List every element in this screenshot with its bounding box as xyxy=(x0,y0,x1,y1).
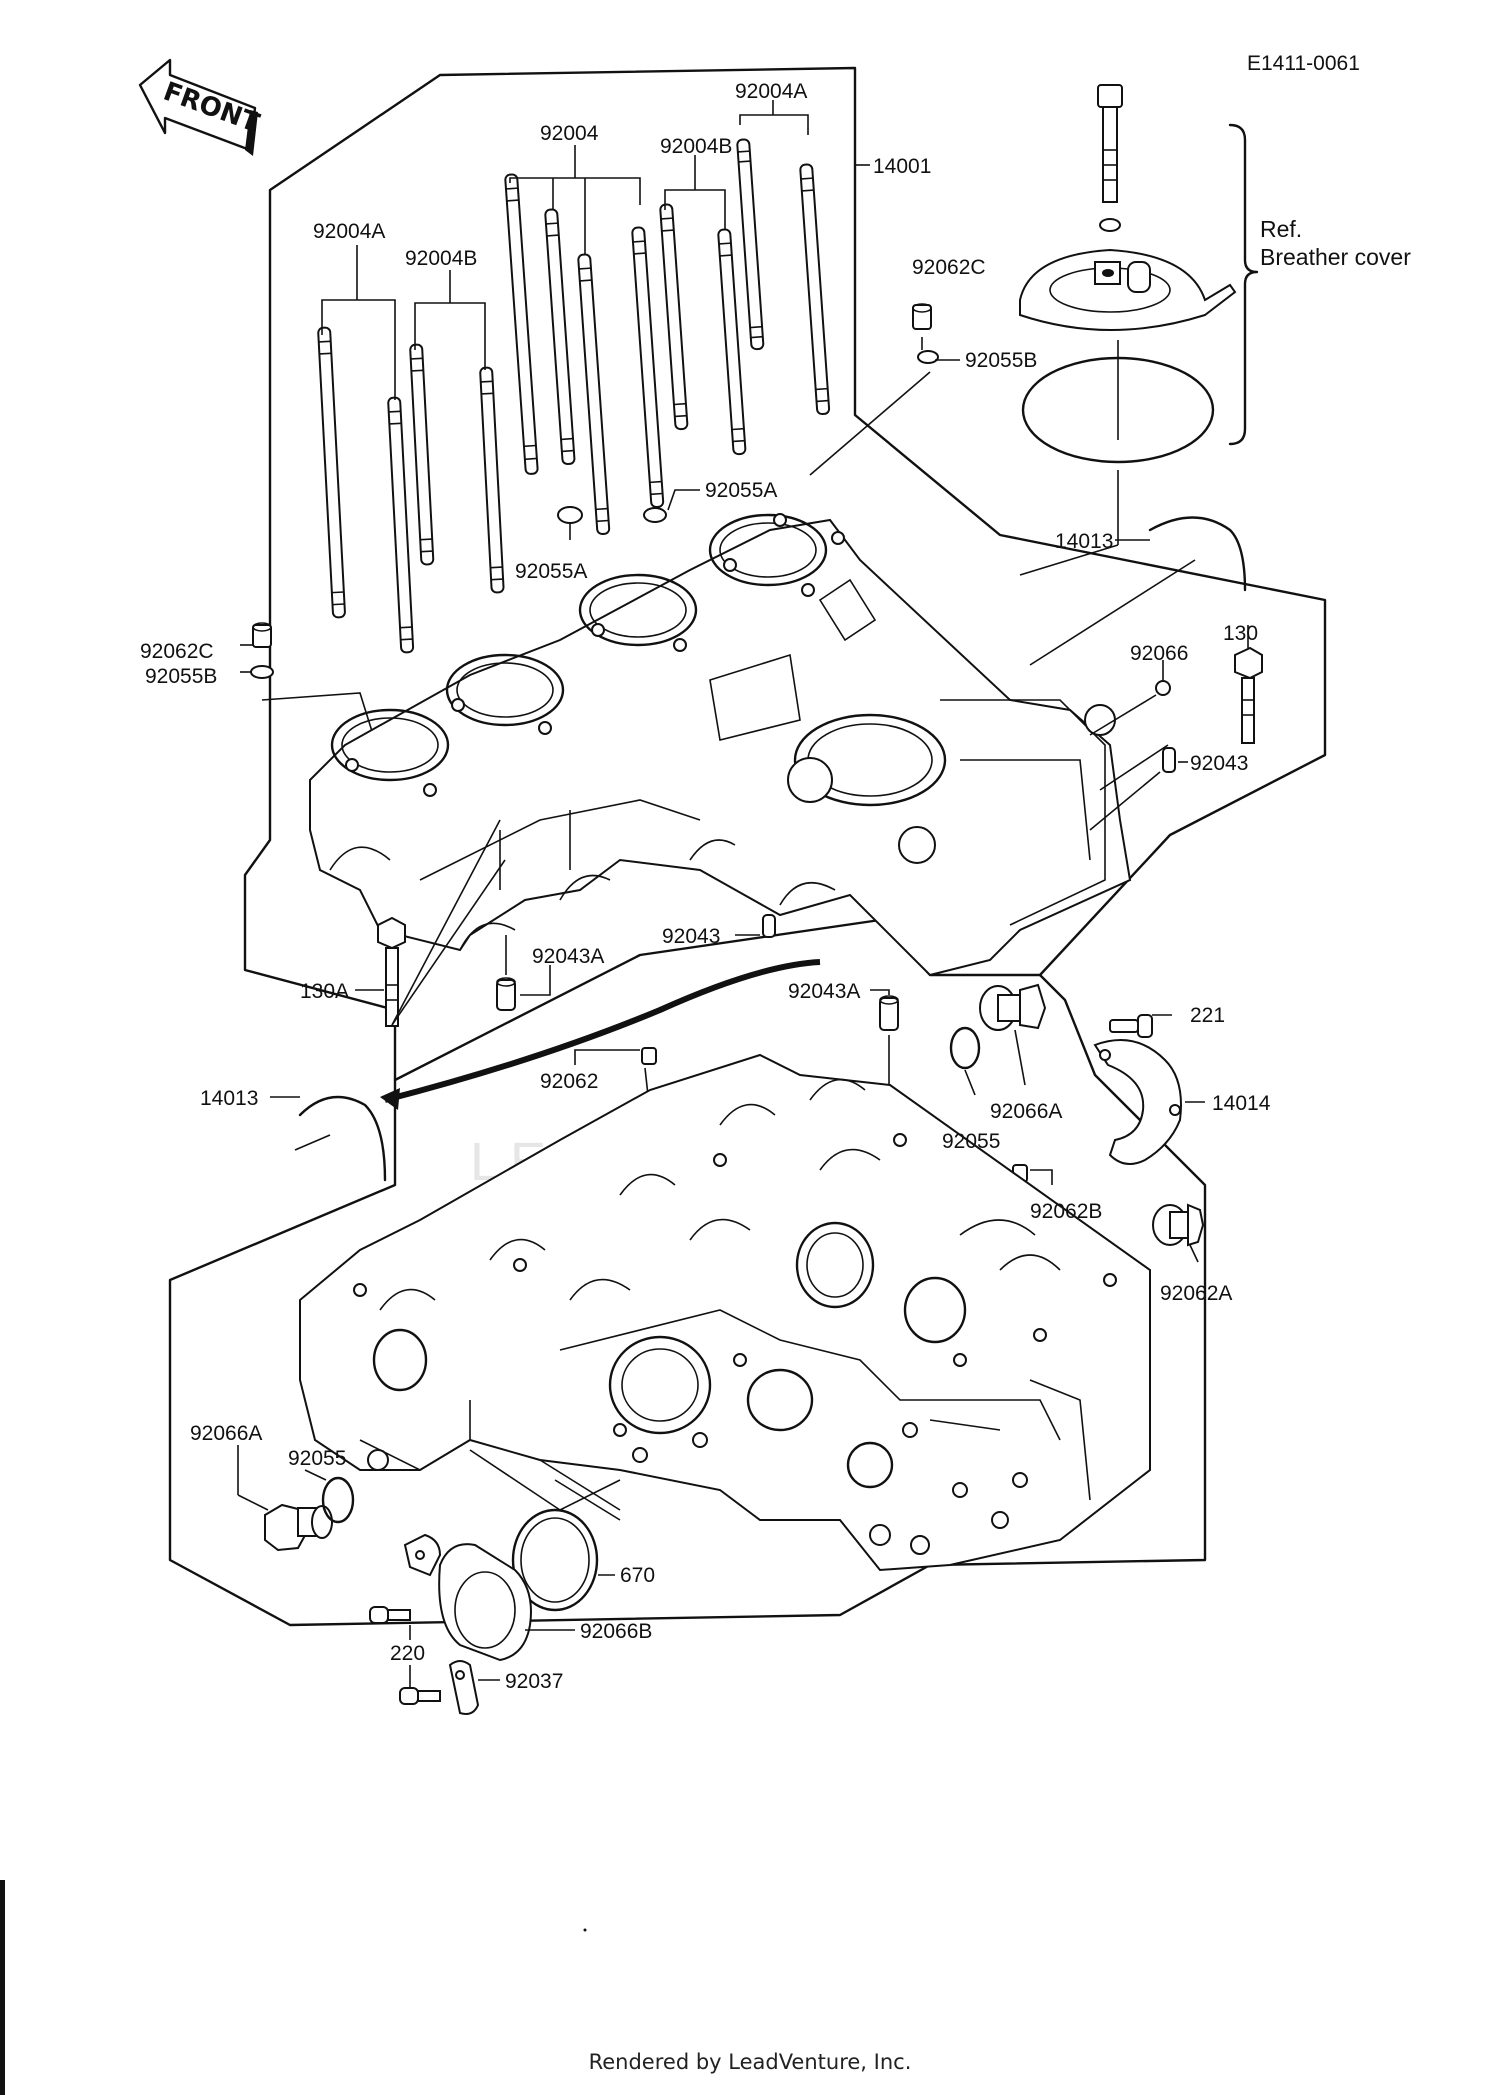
callout-14001: 14001 xyxy=(873,155,931,178)
callout-92055B-left: 92055B xyxy=(145,665,217,688)
callout-130: 130 xyxy=(1223,622,1258,645)
left-edge-bar xyxy=(0,1880,5,2095)
callout-92043A-mid: 92043A xyxy=(788,980,860,1003)
callout-14013-top: 14013 xyxy=(1055,530,1113,553)
callout-92066: 92066 xyxy=(1130,642,1188,665)
callout-92004B-left: 92004B xyxy=(405,247,477,270)
o-ring-670-icon xyxy=(511,1508,599,1612)
dowel-92043-right-icon xyxy=(1162,747,1176,773)
callout-92062C-left: 92062C xyxy=(140,640,214,663)
callout-92043A-left: 92043A xyxy=(532,945,604,968)
callout-130A: 130A xyxy=(300,980,349,1003)
footer-credit: Rendered by LeadVenture, Inc. xyxy=(588,2050,912,2074)
callout-92043-mid: 92043 xyxy=(662,925,720,948)
ring-14013-top-icon xyxy=(1148,516,1247,592)
callout-92055-right: 92055 xyxy=(942,1130,1000,1153)
dowel-92062C-left-icon xyxy=(252,622,272,648)
screw-220-bottom-icon xyxy=(399,1687,441,1705)
breather-cover-icon xyxy=(1019,248,1237,331)
callout-14013-left: 14013 xyxy=(200,1087,258,1110)
callout-92066A-left: 92066A xyxy=(190,1422,262,1445)
callout-14014: 14014 xyxy=(1212,1092,1271,1115)
callout-92055A-left: 92055A xyxy=(515,560,587,583)
screw-221-icon xyxy=(1109,1014,1153,1038)
o-ring-92055A-right-icon xyxy=(643,507,667,523)
callout-221: 221 xyxy=(1190,1004,1225,1027)
callout-92062A: 92062A xyxy=(1160,1282,1232,1305)
dowel-92043-mid-icon xyxy=(762,914,776,938)
callout-92055-left: 92055 xyxy=(288,1447,346,1470)
cover-14014-icon xyxy=(1093,1039,1182,1165)
callout-92062C-top: 92062C xyxy=(912,256,986,279)
upper-crankcase-icon xyxy=(309,513,1132,977)
front-arrow-icon: FRONT xyxy=(138,58,263,156)
ring-14013-left-icon xyxy=(298,1095,387,1182)
assembly-arrow-icon xyxy=(384,959,821,1103)
callout-92066B: 92066B xyxy=(580,1620,652,1643)
stray-mark xyxy=(583,1928,587,1932)
callout-92055B-top: 92055B xyxy=(965,349,1037,372)
group-outline-lower xyxy=(168,973,1207,1627)
plug-92062-icon xyxy=(641,1047,657,1065)
o-ring-92055A-left-icon xyxy=(557,506,583,524)
plug-92066A-right-icon xyxy=(979,983,1047,1031)
callout-92062: 92062 xyxy=(540,1070,598,1093)
o-ring-92055B-top-icon xyxy=(917,350,939,364)
bolt-130A-icon xyxy=(377,916,406,1027)
dowel-92043A-left-icon xyxy=(496,979,516,1011)
dowel-92043A-mid-icon xyxy=(879,997,899,1031)
gasket-92055-left-icon xyxy=(321,1476,355,1524)
gasket-92055-right-icon xyxy=(949,1026,981,1070)
stud-callout-lines xyxy=(321,100,870,400)
callout-670: 670 xyxy=(620,1564,655,1587)
reference-prefix: Ref. xyxy=(1260,216,1302,242)
diagram-code: E1411-0061 xyxy=(1247,52,1360,75)
callout-220: 220 xyxy=(390,1642,425,1665)
callout-92004B-top: 92004B xyxy=(660,135,732,158)
plate-92037-icon xyxy=(448,1660,480,1715)
callout-92062B: 92062B xyxy=(1030,1200,1102,1223)
breather-cover-bracket xyxy=(1228,123,1259,446)
callout-92055A-right: 92055A xyxy=(705,479,777,502)
callout-92066A-right: 92066A xyxy=(990,1100,1062,1123)
dowel-92062C-top-icon xyxy=(912,303,932,330)
plug-92066A-left-icon xyxy=(264,1503,333,1552)
stud-bolt-icons xyxy=(317,138,831,654)
screw-220-top-icon xyxy=(369,1606,411,1624)
callout-92004A-left: 92004A xyxy=(313,220,385,243)
plug-92062A-icon xyxy=(1152,1203,1205,1247)
bolt-130-icon xyxy=(1234,646,1263,744)
o-ring-92055B-left-icon xyxy=(250,665,274,679)
lower-crankcase-icon xyxy=(299,1053,1151,1572)
callout-92004A-top: 92004A xyxy=(735,80,807,103)
callout-92004: 92004 xyxy=(540,122,599,145)
callout-92037: 92037 xyxy=(505,1670,563,1693)
breather-bolt-icon xyxy=(1097,84,1123,232)
reference-name: Breather cover xyxy=(1260,244,1411,270)
cover-92066B-icon xyxy=(403,1533,532,1662)
callout-92043-right: 92043 xyxy=(1190,752,1248,775)
ball-92066-icon xyxy=(1155,680,1171,696)
front-arrow-label: FRONT xyxy=(159,77,263,139)
